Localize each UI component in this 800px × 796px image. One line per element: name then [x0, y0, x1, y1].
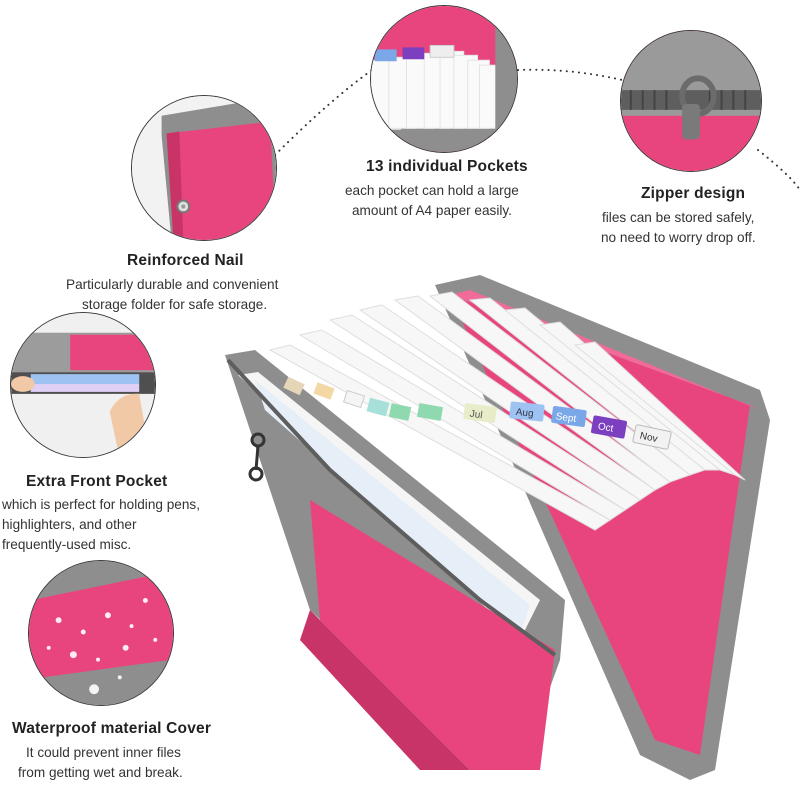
pockets-image — [371, 6, 517, 152]
tab-aug: Aug — [515, 407, 534, 420]
pockets-circle — [370, 5, 518, 153]
feature-desc-line: amount of A4 paper easily. — [352, 203, 512, 218]
feature-desc-line: no need to worry drop off. — [601, 230, 756, 245]
feature-desc-line: frequently-used misc. — [2, 537, 132, 552]
zipper-circle — [620, 30, 762, 172]
front-pocket-circle — [10, 312, 156, 458]
feature-title: Waterproof material Cover — [12, 720, 212, 737]
feature-title: 13 individual Pockets — [366, 158, 528, 175]
tab-jul: Jul — [469, 409, 483, 422]
index-tabs — [283, 376, 444, 421]
tab-sept: Sept — [555, 411, 577, 425]
front-pocket-image — [11, 313, 155, 457]
feature-desc-line: which is perfect for holding pens, — [2, 497, 200, 512]
feature-title: Zipper design — [641, 185, 746, 202]
reinforced-nail-circle — [131, 95, 277, 241]
feature-desc-line: each pocket can hold a large — [345, 183, 519, 198]
feature-desc-line: Particularly durable and convenient — [66, 277, 279, 292]
feature-title: Reinforced Nail — [127, 252, 244, 269]
waterproof-circle — [28, 560, 174, 706]
feature-desc-line: It could prevent inner files — [26, 745, 181, 760]
reinforced-nail-image — [132, 96, 276, 240]
feature-desc-line: from getting wet and break. — [18, 765, 183, 780]
feature-desc-line: highlighters, and other — [2, 517, 137, 532]
waterproof-image — [29, 561, 173, 705]
tab-oct: Oct — [597, 421, 614, 435]
tab-nov: Nov — [639, 431, 659, 445]
feature-title: Extra Front Pocket — [26, 473, 168, 490]
feature-desc-line: storage folder for safe storage. — [82, 297, 268, 312]
feature-desc-line: files can be stored safely, — [602, 210, 755, 225]
